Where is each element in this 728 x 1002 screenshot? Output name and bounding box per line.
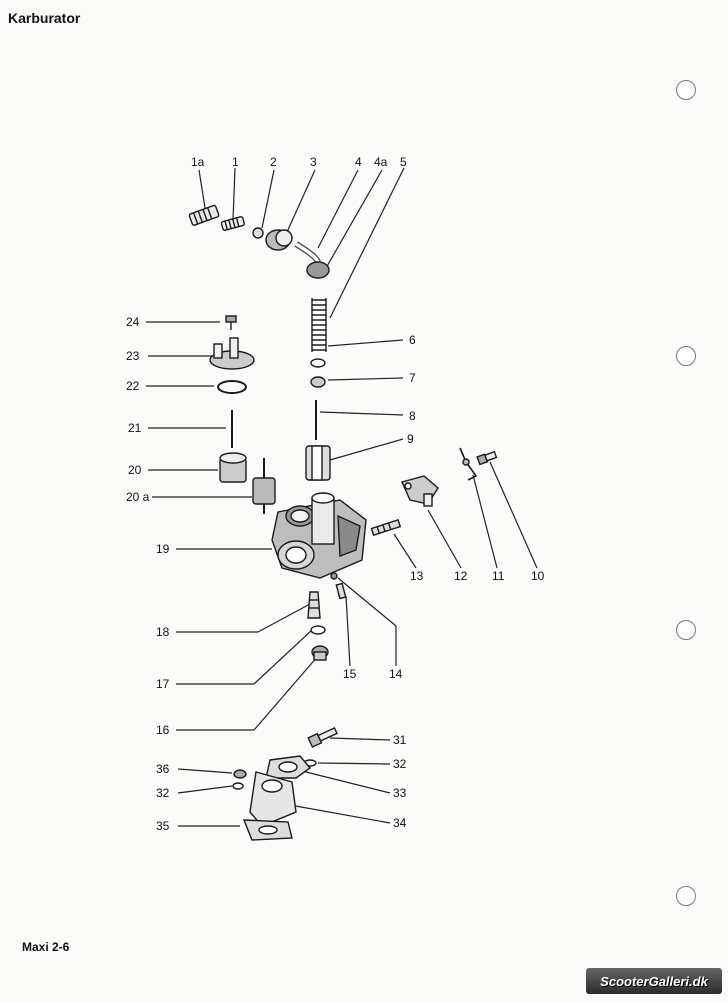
leader-5 <box>329 167 405 319</box>
part-9-slide <box>305 445 331 481</box>
part-1a-idle-screw <box>188 204 220 226</box>
part-4a-union-nut <box>306 261 330 279</box>
leader-1a <box>198 169 206 209</box>
part-1-screw <box>220 216 245 231</box>
part-13-adjusting-screw <box>370 518 402 537</box>
leader-12 <box>427 509 462 569</box>
leader-9 <box>329 438 404 461</box>
part-16-plug <box>311 645 329 661</box>
callout-10: 10 <box>531 569 545 583</box>
leader-4 <box>317 169 359 249</box>
callout-32-right: 32 <box>393 757 407 771</box>
callout-7: 7 <box>409 371 416 385</box>
binder-hole-3 <box>676 620 696 640</box>
callout-20: 20 <box>128 463 142 477</box>
callout-21: 21 <box>128 421 142 435</box>
binder-hole-4 <box>676 886 696 906</box>
leader-8 <box>319 411 404 416</box>
part-22-gasket <box>217 380 247 394</box>
part-31-bolt <box>307 726 338 748</box>
part-5-spring <box>311 296 327 354</box>
leader-1 <box>232 167 236 221</box>
page-footer: Maxi 2-6 <box>22 940 70 954</box>
part-14-ball <box>330 572 338 580</box>
callout-22: 22 <box>126 379 140 393</box>
callout-1a: 1a <box>191 155 205 169</box>
leader-2 <box>261 169 275 229</box>
callout-16: 16 <box>156 723 170 737</box>
part-3-nut <box>265 229 293 251</box>
part-33-gasket <box>265 755 312 779</box>
part-2-washer <box>252 227 264 239</box>
callout-18: 18 <box>156 625 170 639</box>
leader-34 <box>289 804 391 824</box>
callout-19: 19 <box>156 542 170 556</box>
part-23-top-cap <box>209 337 255 370</box>
part-6-clip <box>310 358 326 368</box>
leader-10 <box>489 461 538 569</box>
callout-36: 36 <box>156 762 170 776</box>
callout-9: 9 <box>407 432 414 446</box>
leader-17-b <box>253 629 313 685</box>
part-24-screw <box>225 315 237 330</box>
callout-4: 4 <box>355 155 362 169</box>
part-19-carburetor-body <box>271 492 367 579</box>
callout-24: 24 <box>126 315 140 329</box>
part-20a-slide <box>252 458 276 514</box>
part-34-intake-pipe <box>249 771 297 827</box>
callout-35: 35 <box>156 819 170 833</box>
part-17-washer <box>310 625 326 635</box>
callout-8: 8 <box>409 409 416 423</box>
part-20-choke-slide <box>219 452 247 483</box>
leader-14-b <box>337 577 397 627</box>
leader-7 <box>327 377 404 381</box>
callout-15: 15 <box>343 667 357 681</box>
leader-36 <box>177 768 233 774</box>
part-36-nut <box>233 769 247 779</box>
callout-31: 31 <box>393 733 407 747</box>
callout-4a: 4a <box>374 155 388 169</box>
callout-23: 23 <box>126 349 140 363</box>
callout-13: 13 <box>410 569 424 583</box>
leader-31 <box>329 737 391 741</box>
part-10-screw <box>476 450 498 466</box>
callout-1: 1 <box>232 155 239 169</box>
callout-12: 12 <box>454 569 468 583</box>
leader-15 <box>345 595 351 667</box>
leader-6 <box>327 339 404 347</box>
leader-32-left <box>177 785 233 794</box>
callout-33: 33 <box>393 786 407 800</box>
callout-17: 17 <box>156 677 170 691</box>
callout-14: 14 <box>389 667 403 681</box>
leader-16-b <box>253 655 319 731</box>
part-12-bracket <box>401 475 439 507</box>
leader-32-right <box>317 762 391 765</box>
leader-13 <box>393 533 417 569</box>
watermark-logo: ScooterGalleri.dk <box>586 968 722 994</box>
leader-18-b <box>257 603 311 633</box>
part-15-jet <box>335 582 347 600</box>
leader-33 <box>297 769 391 794</box>
part-7-washer <box>310 376 326 388</box>
leader-4a <box>325 169 383 269</box>
part-18-jet <box>307 591 321 619</box>
page-title: Karburator <box>8 10 81 26</box>
callout-32-left: 32 <box>156 786 170 800</box>
leader-3 <box>286 169 316 233</box>
callout-2: 2 <box>270 155 277 169</box>
binder-hole-2 <box>676 346 696 366</box>
callout-20a: 20 a <box>126 490 150 504</box>
part-32-washer-left <box>232 782 244 790</box>
callout-6: 6 <box>409 333 416 347</box>
callout-34: 34 <box>393 816 407 830</box>
callout-5: 5 <box>400 155 407 169</box>
leader-11 <box>472 474 498 569</box>
callout-11: 11 <box>492 569 505 583</box>
binder-hole-1 <box>676 80 696 100</box>
part-35-flange-gasket <box>242 819 293 841</box>
callout-3: 3 <box>310 155 317 169</box>
part-11-wire-clip <box>459 447 478 481</box>
